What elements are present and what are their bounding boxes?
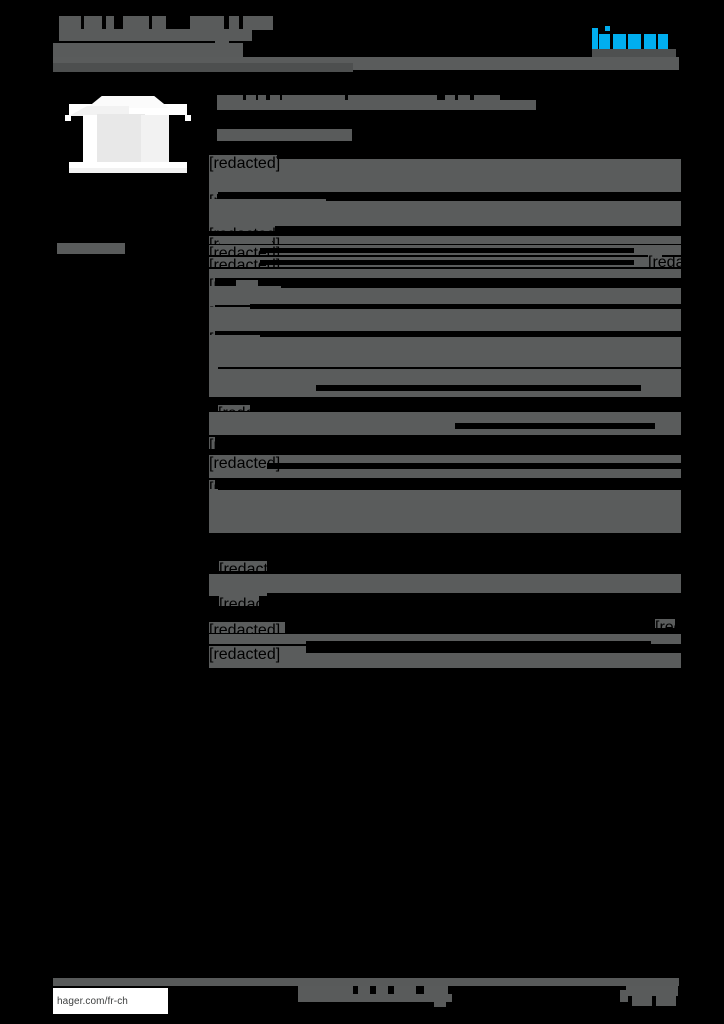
- row-leader: [260, 260, 634, 265]
- hager-logo[interactable]: [592, 26, 676, 56]
- row-leader: [260, 248, 634, 253]
- row-leader: [277, 154, 690, 159]
- page-title: [redacted]: [59, 16, 81, 30]
- product-top-left: [69, 106, 129, 116]
- section-gap: [209, 606, 689, 618]
- table-row: [209, 286, 681, 305]
- page-title-part: [190, 16, 224, 30]
- logo-bar: [592, 28, 598, 50]
- product-body-right: [141, 115, 169, 165]
- footer-center-part: [394, 986, 416, 994]
- row-leader: [267, 593, 690, 598]
- page-title-part: [243, 16, 273, 30]
- product-bottom-flange: [69, 162, 187, 172]
- row-value: [redacted]: [209, 226, 281, 243]
- table-row: [209, 335, 681, 367]
- row-leader: [316, 385, 641, 391]
- section-gap: [209, 533, 689, 561]
- row-value: [redacted]: [655, 619, 724, 636]
- section-subheading: [redacted]: [217, 129, 352, 141]
- logo-underline: [592, 49, 676, 59]
- product-photo: [57, 86, 199, 182]
- row-gap: [218, 367, 690, 369]
- row-value: [redacted]: [648, 254, 720, 271]
- row-leader: [306, 646, 690, 653]
- row-label: [redacted]: [209, 646, 280, 668]
- footer-center-part: [358, 986, 370, 994]
- page-number-part: [626, 986, 678, 996]
- logo-bar: [644, 34, 656, 50]
- row-leader: [281, 283, 690, 288]
- row-label: [redacted]: [209, 257, 280, 274]
- footer-url-link[interactable]: hager.com/fr-ch: [53, 988, 168, 1014]
- footer-divider: [53, 978, 679, 986]
- section-heading-bar: [217, 100, 536, 110]
- table-row: [209, 199, 681, 226]
- table-row: [209, 367, 681, 397]
- row-label: [redacted]: [209, 245, 280, 262]
- footer-center-part: [424, 986, 448, 994]
- row-label: [redacted]: [218, 405, 289, 422]
- row-leader: [218, 487, 690, 490]
- row-label: [redacted]: [209, 155, 280, 172]
- row-leader: [260, 332, 690, 337]
- table-row: [209, 307, 681, 331]
- footer-center-part: [376, 986, 388, 994]
- product-bottom-shade: [69, 168, 187, 173]
- row-leader: [250, 304, 690, 309]
- row-leader: [218, 192, 690, 197]
- table-row: [209, 634, 681, 644]
- product-tab-left: [65, 115, 71, 121]
- row-label: [209, 412, 215, 435]
- footer-center-part: [298, 986, 353, 994]
- page-number-part: [632, 996, 652, 1006]
- row-label: [redacted]: [219, 561, 291, 578]
- row-label: [redacted]: [209, 277, 280, 294]
- header-divider-accent: [53, 63, 353, 72]
- page-title-row2b: [192, 29, 252, 41]
- row-label: [redacted]: [209, 437, 280, 454]
- logo-bar: [613, 34, 626, 50]
- page-title-part: [152, 16, 166, 30]
- table-row: [209, 574, 681, 596]
- sidebar-item-label: [redacted]: [57, 243, 125, 254]
- row-leader: [306, 641, 651, 647]
- page-title-part: [106, 16, 114, 30]
- page-subtitle: [redacted]: [53, 43, 243, 57]
- row-label: [redacted]: [209, 622, 285, 639]
- row-label: [redacted]: [209, 236, 280, 253]
- product-tab-right: [185, 115, 191, 121]
- product-top-bevel: [87, 96, 169, 108]
- logo-bar: [658, 34, 668, 50]
- section-gap: [209, 397, 689, 405]
- table-row: [209, 412, 681, 435]
- page-title-part: [84, 16, 102, 30]
- page-number-part: [620, 990, 628, 1002]
- row-label: [redacted]: [209, 455, 280, 478]
- row-leader: [243, 442, 690, 447]
- page-number-part: [656, 996, 676, 1006]
- footer-center-part: [434, 1000, 446, 1007]
- page-title-tail: [215, 38, 229, 46]
- row-label-text: [220, 236, 272, 244]
- table-row: [209, 269, 681, 278]
- logo-dot: [605, 26, 610, 31]
- footer-center-part: [298, 994, 452, 1002]
- row-leader: [455, 423, 655, 429]
- row-label: [redacted]: [219, 596, 291, 613]
- footer-url-text: hager.com/fr-ch: [57, 995, 128, 1007]
- table-row: [209, 158, 681, 194]
- logo-bar: [599, 34, 610, 50]
- row-leader: [267, 463, 690, 469]
- row-label-text: [236, 280, 258, 288]
- page-title-part: [123, 16, 149, 30]
- row-leader: [326, 196, 690, 201]
- product-inner-corner: [111, 115, 129, 165]
- table-row: [209, 489, 681, 533]
- table-row: [209, 236, 681, 244]
- page-title-part: [229, 16, 239, 30]
